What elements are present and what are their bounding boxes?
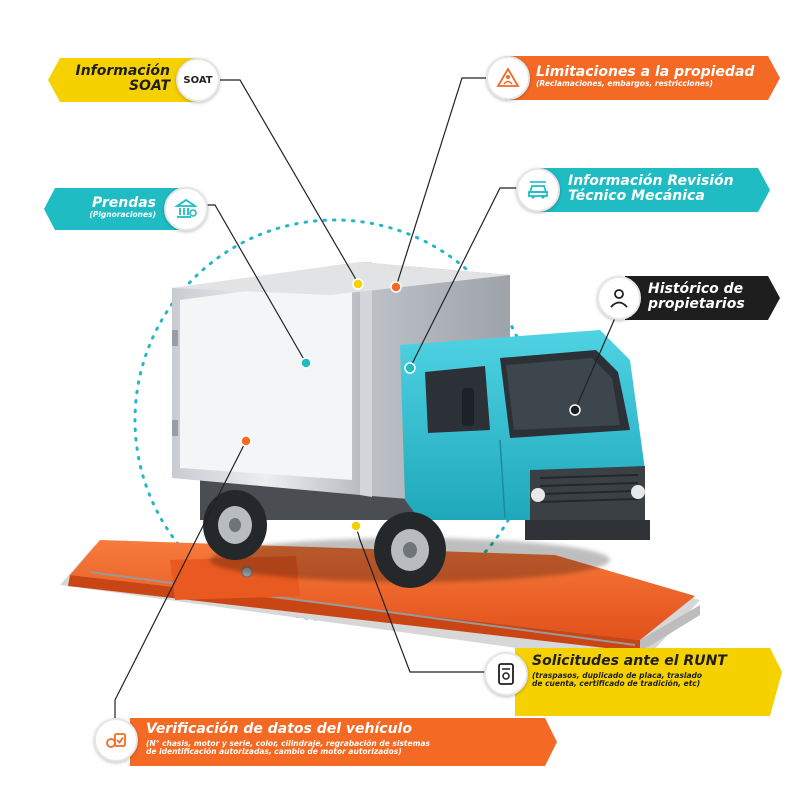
prendas-subtitle: (Pignoraciones) — [89, 209, 156, 219]
historico-label: Histórico de propietarios — [648, 282, 768, 311]
revision-banner — [540, 168, 770, 212]
banners — [44, 56, 782, 766]
limitaciones-subtitle: (Reclamaciones, embargos, restricciones) — [536, 78, 713, 88]
soat-title-line1: Información — [75, 63, 170, 79]
revision-label: Información Revisión Técnico Mecánica — [568, 174, 763, 203]
limitaciones-banner — [505, 56, 780, 100]
verificacion-subtitle-line1: (N° chasis, motor y serie, color, cilind… — [146, 738, 430, 748]
soat-label: Información SOAT — [60, 64, 170, 93]
historico-banner — [625, 276, 780, 320]
truck — [172, 262, 650, 588]
revision-title-line1: Información Revisión — [568, 173, 734, 189]
bank-icon — [164, 187, 208, 231]
prendas-dot — [300, 357, 312, 369]
verificacion-title: Verificación de datos del vehículo — [146, 721, 412, 737]
verificacion-banner — [130, 718, 557, 766]
runt-banner — [515, 648, 782, 716]
marker-dots — [240, 278, 581, 532]
warning-people-icon — [486, 56, 530, 100]
limitaciones-title: Limitaciones a la propiedad — [536, 64, 755, 80]
historico-title-line1: Histórico de — [648, 281, 744, 297]
document-icon — [484, 652, 528, 696]
limitaciones-dot — [390, 281, 402, 293]
runt-title: Solicitudes ante el RUNT — [532, 653, 727, 669]
rear-wheel — [203, 490, 267, 560]
soat-title-line2: SOAT — [128, 77, 170, 94]
soat-icon-text: SOAT — [183, 74, 213, 86]
revision-dot — [404, 362, 416, 374]
prendas-label: Prendas (Pignoraciones) — [58, 196, 156, 219]
prendas-title: Prendas — [92, 195, 156, 211]
verificacion-label: Verificación de datos del vehículo (N° c… — [146, 722, 546, 755]
runt-dot — [350, 520, 362, 532]
front-wheel — [374, 512, 446, 588]
connector-lines — [114, 77, 616, 738]
verificacion-dot — [240, 435, 252, 447]
mechanic-car-icon — [516, 168, 560, 212]
verificacion-subtitle-line2: de identificación autorizadas, cambio de… — [146, 746, 402, 756]
soat-banner — [48, 58, 195, 102]
prendas-banner — [44, 188, 185, 230]
soat-icon: SOAT — [176, 58, 220, 102]
historico-dot — [569, 404, 581, 416]
soat-dot — [352, 278, 364, 290]
car-check-icon — [94, 718, 138, 762]
historico-title-line2: propietarios — [648, 295, 745, 312]
revision-title-line2: Técnico Mecánica — [568, 187, 705, 204]
runt-subtitle-line1: (traspasos, duplicado de placa, traslado — [532, 670, 703, 680]
runt-subtitle-line2: de cuenta, certificado de tradición, etc… — [532, 678, 701, 688]
user-icon — [597, 276, 641, 320]
limitaciones-label: Limitaciones a la propiedad (Reclamacion… — [536, 65, 771, 88]
runt-label: Solicitudes ante el RUNT (traspasos, dup… — [532, 654, 772, 687]
